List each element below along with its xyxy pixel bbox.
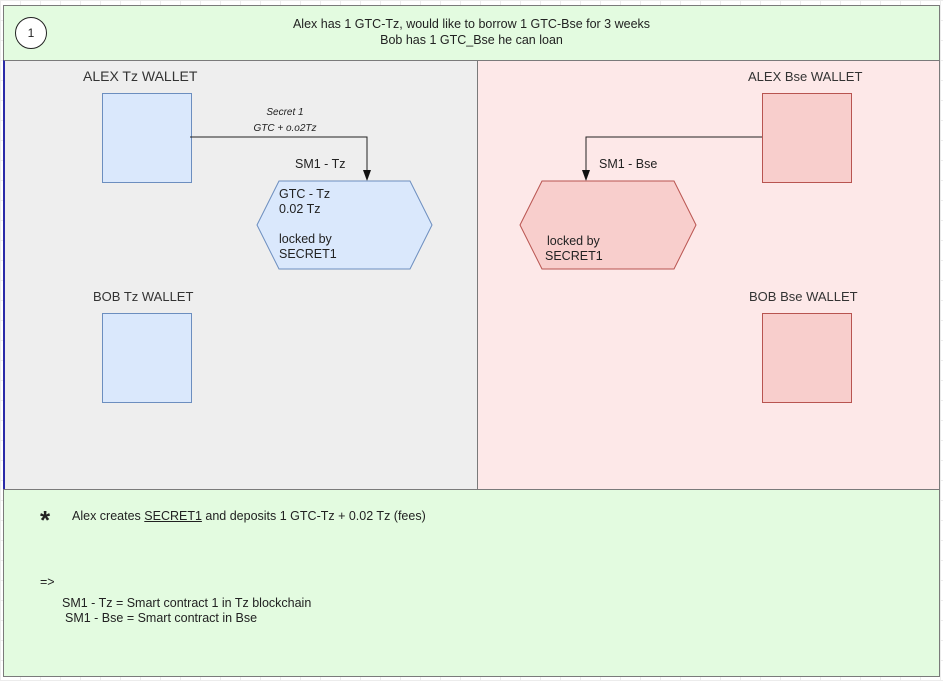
- header-line-2: Bob has 1 GTC_Bse he can loan: [380, 33, 563, 47]
- alex-to-sm1-tz-arrow: [190, 136, 368, 180]
- sm1-tz-asset: GTC - Tz: [279, 187, 331, 201]
- sm1-tz-secret: SECRET1: [279, 247, 337, 261]
- sm1-bse-label: SM1 - Bse: [599, 157, 658, 171]
- sm1-tz-contract-hexagon[interactable]: [256, 180, 433, 270]
- bob-tz-wallet-box[interactable]: [102, 313, 192, 403]
- sm1-bse-arrowhead: [582, 170, 590, 181]
- alex-tz-wallet-box[interactable]: [102, 93, 192, 183]
- arrow-note-secret: Secret 1: [266, 107, 304, 118]
- step-number-badge: 1: [15, 17, 47, 49]
- sm1-tz-contract-text: GTC - Tz 0.02 Tz locked by SECRET1: [279, 187, 337, 262]
- sm1-bse-secret: SECRET1: [545, 249, 603, 263]
- sm1-tz-amount: 0.02 Tz: [279, 202, 321, 216]
- secret-creation-note: Alex creates SECRET1 and deposits 1 GTC-…: [72, 509, 426, 523]
- arrow-note-amount: GTC + o.o2Tz: [253, 123, 317, 134]
- definition-sm1-tz: SM1 - Tz = Smart contract 1 in Tz blockc…: [62, 596, 312, 610]
- note-secret-link: SECRET1: [144, 509, 202, 523]
- tz-chain-panel: [3, 60, 479, 490]
- alex-to-sm1-bse-arrow: [585, 136, 762, 180]
- sm1-tz-locked-by: locked by: [279, 232, 332, 246]
- alex-bse-wallet-box[interactable]: [762, 93, 852, 183]
- bob-bse-wallet-label: BOB Bse WALLET: [749, 289, 858, 304]
- sm1-tz-label: SM1 - Tz: [295, 157, 346, 171]
- definition-sm1-bse: SM1 - Bse = Smart contract in Bse: [65, 611, 258, 625]
- sm1-bse-locked-by: locked by: [547, 234, 600, 248]
- note-prefix: Alex creates: [72, 509, 145, 523]
- header-panel: 1 Alex has 1 GTC-Tz, would like to borro…: [3, 5, 940, 61]
- note-suffix: and deposits 1 GTC-Tz + 0.02 Tz (fees): [201, 509, 426, 523]
- bse-chain-panel: [477, 60, 940, 490]
- step-number: 1: [27, 26, 35, 40]
- sm1-tz-arrowhead: [363, 170, 371, 181]
- notes-panel: [3, 489, 940, 677]
- alex-bse-wallet-label: ALEX Bse WALLET: [748, 69, 863, 84]
- asterisk-bullet-icon: *: [40, 505, 51, 535]
- bob-tz-wallet-label: BOB Tz WALLET: [93, 289, 194, 304]
- header-line-1: Alex has 1 GTC-Tz, would like to borrow …: [292, 17, 651, 31]
- sm1-bse-contract-text: locked by SECRET1: [545, 234, 603, 264]
- bob-bse-wallet-box[interactable]: [762, 313, 852, 403]
- alex-tz-wallet-label: ALEX Tz WALLET: [83, 68, 198, 84]
- implies-arrow: =>: [40, 575, 55, 589]
- sm1-bse-contract-hexagon[interactable]: [519, 180, 697, 270]
